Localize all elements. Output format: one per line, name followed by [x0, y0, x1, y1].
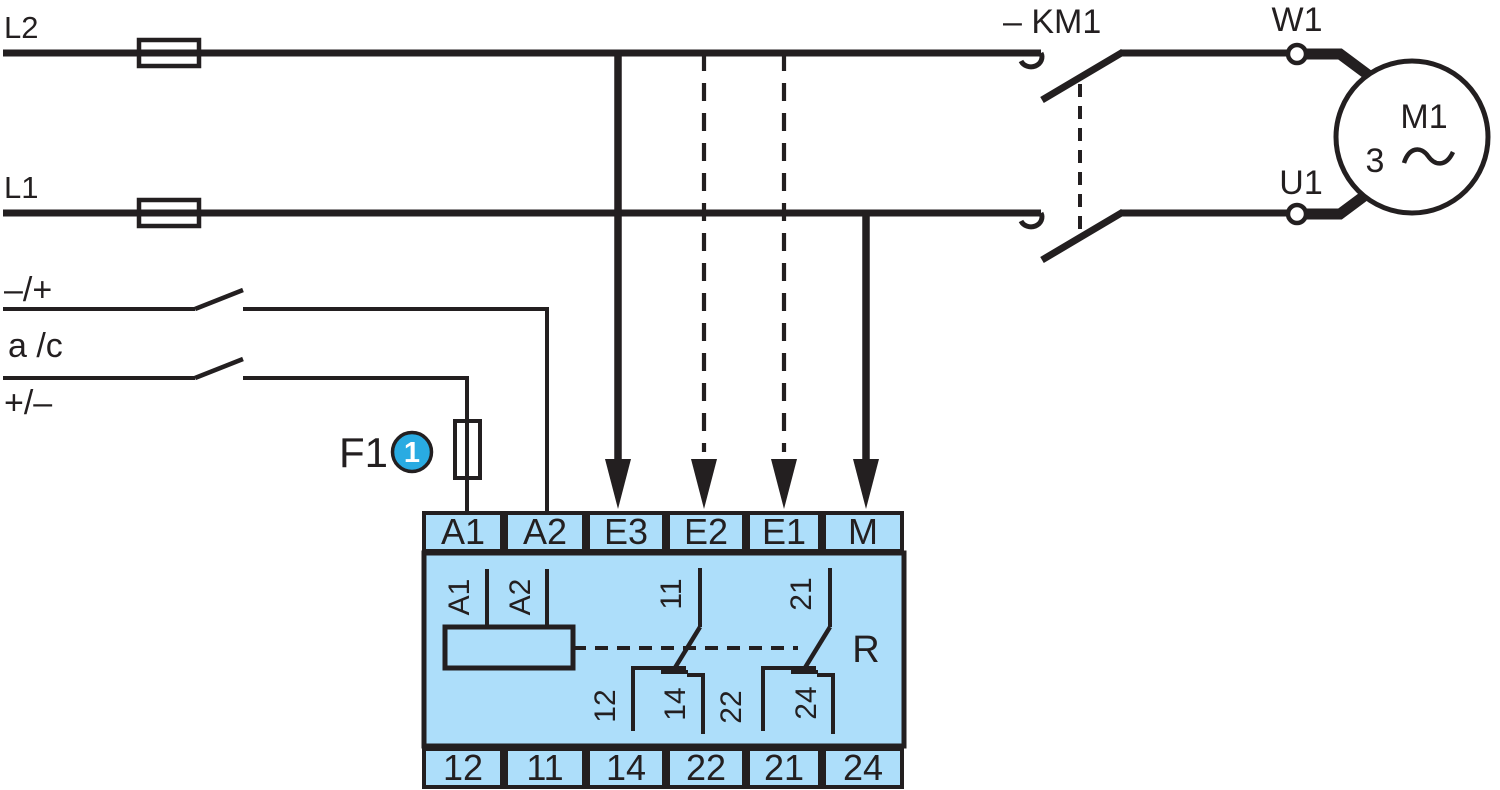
l2-label: L2	[4, 10, 38, 45]
e3-arrow-icon	[605, 459, 631, 509]
terminal-cell	[504, 747, 586, 789]
terminal-label: 21	[764, 747, 804, 788]
terminal-label: E1	[762, 511, 806, 552]
w1-motor-stub-wire	[1306, 48, 1383, 88]
contactor-km1: – KM1	[1003, 3, 1288, 264]
km1-contact-hook-bottom-icon	[1018, 211, 1045, 230]
motor-branch: W1 U1 M1 3	[1272, 1, 1491, 226]
km1-label: – KM1	[1003, 3, 1101, 41]
w1-terminal-icon	[1285, 42, 1309, 66]
contact2-blade-icon	[801, 625, 832, 673]
callout-1-icon	[390, 430, 434, 474]
terminal-cell	[666, 511, 746, 553]
contact1-nc-wire	[631, 666, 686, 731]
e1-arrow-icon	[771, 459, 797, 509]
terminal-cell	[666, 747, 746, 789]
e2-arrow-icon	[691, 459, 717, 509]
motor-icon	[1333, 58, 1491, 216]
coil-a1-label: A1	[443, 579, 476, 616]
terminal-label: E3	[604, 511, 648, 552]
terminal-label: 14	[606, 747, 646, 788]
fuse-symbol-f1	[453, 419, 482, 480]
relay-top-terminals: A1 A2 E3 E2 E1 M	[422, 511, 904, 553]
control-wire1-to-a2	[243, 307, 549, 512]
contact2-common-label: 21	[785, 577, 818, 610]
terminal-label: E2	[684, 511, 728, 552]
motor-phase-label: 3	[1366, 142, 1385, 180]
u1-label: U1	[1279, 164, 1322, 202]
contact2-no-wire	[817, 673, 835, 734]
control-inputs: –/+ a /c +/– F1 1	[3, 271, 549, 512]
motor-name-label: M1	[1400, 98, 1447, 136]
terminal-cell	[504, 511, 586, 553]
contact1-no-wire	[687, 673, 705, 734]
terminal-label: 12	[443, 747, 483, 788]
l1-label: L1	[4, 170, 38, 205]
control-switch1-blade-icon	[194, 287, 244, 312]
fuse-symbol-l2	[136, 37, 202, 69]
contact1-nc-label: 12	[589, 689, 622, 722]
terminal-label: A2	[523, 511, 567, 552]
control-wire2-to-a1	[243, 376, 469, 512]
terminal-label: 22	[686, 747, 726, 788]
contact2-nc-label: 22	[715, 690, 748, 723]
terminal-cell	[746, 747, 822, 789]
relay-block: A1 A2 E3 E2 E1 M A1 A2 11 12 1	[421, 511, 907, 789]
terminal-label: 11	[526, 747, 563, 788]
contact2-nc-wire	[761, 666, 816, 731]
relay-contact-1: 11 12 14	[589, 568, 705, 734]
m-arrow-icon	[853, 459, 879, 509]
terminal-label: M	[848, 511, 878, 552]
control-switch2-blade-icon	[194, 356, 244, 381]
km1-contact-hook-top-icon	[1018, 51, 1045, 70]
relay-designation-label: R	[852, 629, 879, 671]
relay-contact-2: 21 22 24	[715, 568, 835, 734]
relay-input-drops	[605, 53, 879, 509]
km1-contact-blade-bottom-icon	[1040, 208, 1125, 264]
relay-coil: A1 A2	[442, 569, 576, 671]
sine-wave-icon	[1401, 147, 1456, 166]
callout-1-number: 1	[404, 437, 420, 469]
fuse-symbol-l1	[136, 197, 202, 229]
contact2-no-label: 24	[790, 686, 823, 719]
power-rail-l1: L1	[3, 170, 1041, 229]
terminal-cell	[422, 511, 504, 553]
u1-terminal-icon	[1285, 202, 1309, 226]
contact1-common-label: 11	[655, 578, 688, 609]
control-mid-label: a /c	[8, 327, 63, 365]
km1-contact-blade-top-icon	[1040, 48, 1125, 104]
terminal-cell	[822, 511, 904, 553]
relay-bottom-terminals: 12 11 14 22 21 24	[422, 747, 904, 789]
w1-label: W1	[1272, 1, 1323, 39]
terminal-label: 24	[843, 747, 883, 788]
terminal-cell	[422, 747, 504, 789]
coil-a2-label: A2	[504, 579, 537, 616]
control-top-label: –/+	[4, 271, 52, 309]
f1-label: F1	[339, 429, 388, 476]
terminal-cell	[822, 747, 904, 789]
power-rail-l2: L2	[3, 10, 1041, 69]
contact1-blade-icon	[671, 625, 702, 673]
contact1-no-label: 14	[659, 687, 692, 720]
terminal-cell	[586, 511, 666, 553]
control-bottom-label: +/–	[4, 384, 52, 422]
terminal-cell	[586, 747, 666, 789]
terminal-label: A1	[441, 511, 485, 552]
